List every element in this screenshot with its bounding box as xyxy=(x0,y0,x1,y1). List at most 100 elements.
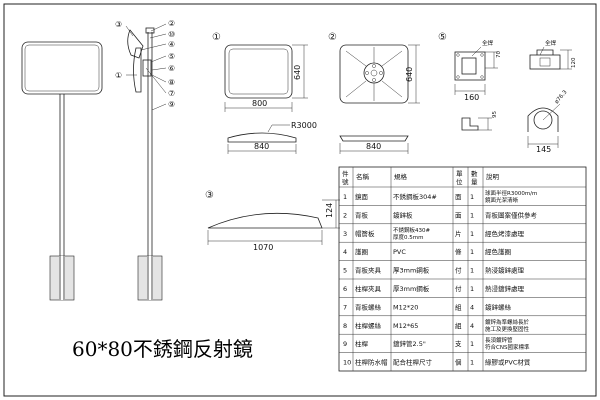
weld-label-1: 全焊 xyxy=(482,39,494,47)
table-cell: 條 xyxy=(455,247,462,256)
weld-label-2: 全焊 xyxy=(545,39,557,47)
view-1-outline xyxy=(224,44,293,99)
pole-in-base-left xyxy=(59,256,65,300)
visor-side xyxy=(127,29,144,59)
table-header: 位 xyxy=(456,177,463,186)
callout-8: ⑧ xyxy=(168,78,175,87)
table-cell: 厚3mm鋼板 xyxy=(393,266,430,275)
table-cell: 鍍鋅管2.5" xyxy=(393,339,426,348)
weld-leader-1 xyxy=(471,46,482,57)
table-cell: 面 xyxy=(455,193,462,201)
table-cell: M12*65 xyxy=(393,322,418,330)
mirror-curve-profile xyxy=(227,132,297,143)
plate-profile xyxy=(339,135,409,142)
mirror-side xyxy=(133,47,142,93)
table-cell: 3 xyxy=(343,230,347,238)
radius-label: R3000 xyxy=(291,121,317,130)
clamp-hole-3 xyxy=(456,75,460,79)
table-cell: 背板 xyxy=(355,210,369,219)
view-2-hub xyxy=(363,62,385,84)
table-cell: 球面半徑R3000m/m xyxy=(485,189,537,197)
view-3-label: ③ xyxy=(205,190,214,201)
pipe-leader xyxy=(542,103,561,121)
table-header: 數 xyxy=(471,169,478,178)
rib-tr xyxy=(381,50,403,67)
table-cell: 熱浸鍍鋅處理 xyxy=(485,266,525,275)
side-clamp-lip xyxy=(536,49,554,55)
table-cell: 1 xyxy=(470,211,474,219)
table-cell: 施工及更換堅固性 xyxy=(485,325,530,333)
table-cell: 背板螺絲 xyxy=(355,302,382,311)
part-callouts: ③ ② ⑩ ④ ⑤ ⑥ ① ⑧ ⑦ ⑨ xyxy=(115,19,175,109)
table-cell: 柱桿螺絲 xyxy=(355,321,382,330)
callout-3: ③ xyxy=(115,20,122,29)
table-cell: 柱桿夾具 xyxy=(355,284,382,293)
view-2-profile: R3000 840 xyxy=(227,121,317,154)
table-cell: 厚度0.5mm xyxy=(393,233,423,241)
pole-cap xyxy=(145,27,155,34)
weld-leader-2 xyxy=(539,46,545,56)
dim-120: 120 xyxy=(571,57,577,68)
view-1-inner xyxy=(228,48,289,95)
table-cell: 經色烤漆處理 xyxy=(485,229,525,238)
table-cell: 鍍鋅為準螺絲長於 xyxy=(485,318,530,326)
callout-9: ⑨ xyxy=(168,100,175,109)
callout-6: ⑥ xyxy=(168,64,175,73)
pole-assembly-front xyxy=(21,41,103,301)
dim-160: 160 xyxy=(464,93,479,102)
clamp-hole-2 xyxy=(480,53,484,57)
callout-1: ① xyxy=(115,71,122,80)
leader-4 xyxy=(140,43,167,51)
table-cell: 經色護圈 xyxy=(485,247,511,256)
table-cell: 熱浸鍍鋅處理 xyxy=(485,284,525,293)
table-cell: 背板圖案僅供參考 xyxy=(485,210,538,219)
view-1-width: 800 xyxy=(252,99,267,108)
table-cell: 鍍鋅板 xyxy=(393,210,413,219)
visor-profile xyxy=(207,212,323,229)
mirror-front-inner xyxy=(24,44,100,92)
view-2-hub-center xyxy=(370,69,378,77)
view-1-height: 640 xyxy=(293,65,302,80)
callout-7: ⑦ xyxy=(168,89,175,98)
view-2-height: 640 xyxy=(405,67,414,82)
table-frame xyxy=(338,166,587,372)
view-2-side-width: 840 xyxy=(366,142,381,151)
pole-assembly-side xyxy=(125,23,167,301)
clamp-hole-4 xyxy=(480,75,484,79)
clamp-plate xyxy=(454,51,486,81)
table-cell: 1 xyxy=(470,248,474,256)
radius-leader xyxy=(267,124,273,133)
table-cell: 長須鍍鋅管 xyxy=(485,336,513,344)
leader-7 xyxy=(145,67,167,94)
table-header: 號 xyxy=(342,177,349,186)
table-cell: 8 xyxy=(343,322,347,330)
table-cell: 4 xyxy=(470,322,474,330)
leader-9 xyxy=(151,103,167,111)
table-header: 名稱 xyxy=(356,172,370,181)
leader-2 xyxy=(150,23,167,32)
table-header: 規格 xyxy=(394,172,408,181)
rib-tl xyxy=(345,50,367,67)
view-2-label: ② xyxy=(328,32,337,43)
table-cell: 1 xyxy=(470,193,474,201)
rib-br xyxy=(381,80,403,98)
view-2-back: ② 640 xyxy=(328,32,420,104)
table-cell: 鍍鋅螺絲 xyxy=(485,302,512,311)
table-header: 量 xyxy=(471,178,478,186)
table-cell: 9 xyxy=(343,340,347,348)
dim-70: 70 xyxy=(496,51,502,58)
view-5-clamp: ⑤ 全焊 70 160 全焊 120 95 xyxy=(438,32,577,154)
clamp-inner xyxy=(461,57,477,75)
dim-95: 95 xyxy=(492,111,498,118)
table-cell: 緣膠或PVC材質 xyxy=(485,358,531,367)
table-cell: 5 xyxy=(343,267,347,275)
side-clamp-plate xyxy=(529,54,561,70)
side-clamp-hole xyxy=(539,57,551,67)
table-cell: 柱桿 xyxy=(355,339,369,348)
leader-3 xyxy=(125,25,134,37)
table-cell: 帽簷板 xyxy=(355,229,375,238)
table-header: 說明 xyxy=(486,172,500,181)
table-header: 單 xyxy=(456,170,463,178)
